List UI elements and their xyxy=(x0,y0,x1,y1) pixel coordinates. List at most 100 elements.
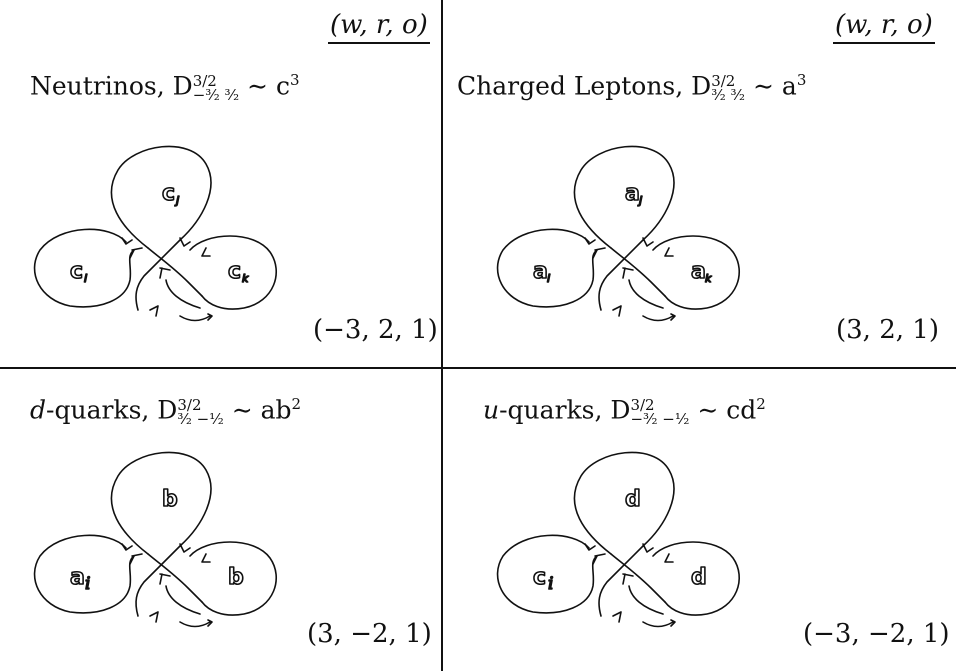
orientation-arrow xyxy=(642,619,676,628)
orientation-arrow xyxy=(179,543,191,553)
orientation-arrow xyxy=(622,573,634,585)
heading-power: 3 xyxy=(796,71,807,89)
knot-strand xyxy=(147,247,203,297)
knot-strand xyxy=(33,534,135,614)
orientation-arrow xyxy=(642,543,654,553)
state-triple: (3, −2, 1) xyxy=(307,619,432,649)
heading-sub: −³⁄₂ ³⁄₂ xyxy=(192,85,240,104)
loop-right-subscript: k xyxy=(242,272,249,285)
state-triple: (−3, −2, 1) xyxy=(803,619,950,649)
loop-top-label: a xyxy=(625,181,640,206)
heading-sub: ³⁄₂ −¹⁄₂ xyxy=(177,409,224,428)
knot-strand xyxy=(33,228,135,308)
knot-strand xyxy=(598,239,644,311)
orientation-arrow xyxy=(149,305,159,317)
knot-strand xyxy=(189,541,278,616)
knot-strand xyxy=(610,247,666,297)
loop-right-label: d xyxy=(691,565,707,590)
horizontal-divider xyxy=(0,367,956,369)
wro-label: (w, r, o) xyxy=(833,10,935,44)
orientation-arrow xyxy=(121,237,133,245)
orientation-arrow xyxy=(592,247,606,259)
knot-strand xyxy=(110,145,212,249)
orientation-arrow xyxy=(664,247,674,257)
heading-relation: ∼ cd xyxy=(697,395,757,425)
trefoil-knot-diagram: b a i b xyxy=(33,451,278,628)
heading-power: 3 xyxy=(289,71,300,89)
heading-power: 2 xyxy=(291,395,302,413)
knot-strand xyxy=(598,545,644,617)
loop-top-subscript: j xyxy=(637,194,643,207)
heading-relation: ∼ c xyxy=(247,71,290,101)
loop-left-subscript: i xyxy=(84,272,87,285)
trefoil-knot-diagram: d c i d xyxy=(496,451,741,628)
knot-strand xyxy=(652,235,741,310)
orientation-arrow xyxy=(159,267,171,279)
knot-strand xyxy=(147,553,203,603)
loop-right-label: a xyxy=(691,259,706,284)
orientation-arrow xyxy=(664,553,674,563)
knot-strand xyxy=(496,228,598,308)
heading-sup: 3/2 xyxy=(630,395,655,414)
heading-name: -quarks, D xyxy=(46,395,178,425)
orientation-arrow xyxy=(201,553,211,563)
orientation-arrow xyxy=(179,619,213,628)
orientation-arrow xyxy=(584,237,596,245)
orientation-arrow xyxy=(642,237,654,247)
knot-strand xyxy=(165,279,201,309)
knot-strand xyxy=(573,451,675,555)
orientation-arrow xyxy=(584,543,596,551)
heading-sub: −³⁄₂ −¹⁄₂ xyxy=(630,409,690,428)
trefoil-knot-diagram: a j a i a k xyxy=(496,145,741,322)
orientation-arrow xyxy=(159,573,171,585)
loop-top-label: d xyxy=(625,487,641,512)
knot-strand xyxy=(135,239,181,311)
orientation-arrow xyxy=(129,553,143,565)
knot-strand xyxy=(628,585,664,615)
knot-strand xyxy=(573,145,675,249)
loop-right-label: c xyxy=(228,259,241,284)
orientation-arrow xyxy=(612,611,622,623)
loop-right-subscript: k xyxy=(705,272,712,285)
wro-label: (w, r, o) xyxy=(328,10,430,44)
orientation-arrow xyxy=(201,247,211,257)
heading-name-italic: d xyxy=(30,395,47,425)
heading-name: Charged Leptons, D xyxy=(457,71,712,101)
heading-relation: ∼ ab xyxy=(231,395,292,425)
orientation-arrow xyxy=(129,247,143,259)
loop-left-subscript: i xyxy=(547,272,550,285)
heading-name-italic: u xyxy=(483,395,500,425)
state-triple: (−3, 2, 1) xyxy=(313,315,438,345)
heading-name: -quarks, D xyxy=(499,395,631,425)
heading-sup: 3/2 xyxy=(192,71,217,90)
orientation-arrow xyxy=(121,543,133,551)
heading-name: Neutrinos, D xyxy=(30,71,193,101)
loop-top-subscript: j xyxy=(174,194,180,207)
loop-top-label: c xyxy=(162,181,175,206)
heading-sub: ³⁄₂ ³⁄₂ xyxy=(711,85,746,104)
orientation-arrow xyxy=(622,267,634,279)
knot-strand xyxy=(652,541,741,616)
trefoil-knot-diagram: c j c i c k xyxy=(33,145,278,322)
loop-left-subscript: i xyxy=(85,574,90,594)
orientation-arrow xyxy=(612,305,622,317)
orientation-arrow xyxy=(179,313,213,322)
vertical-divider xyxy=(441,0,443,671)
state-triple: (3, 2, 1) xyxy=(836,315,939,345)
loop-left-label: a xyxy=(70,565,85,590)
heading-power: 2 xyxy=(756,395,766,413)
knot-strand xyxy=(110,451,212,555)
knot-strand xyxy=(135,545,181,617)
orientation-arrow xyxy=(642,313,676,322)
loop-left-label: c xyxy=(70,259,83,284)
knot-strand xyxy=(165,585,201,615)
orientation-arrow xyxy=(592,553,606,565)
heading-sup: 3/2 xyxy=(177,395,202,414)
loop-top-label: b xyxy=(162,487,178,512)
